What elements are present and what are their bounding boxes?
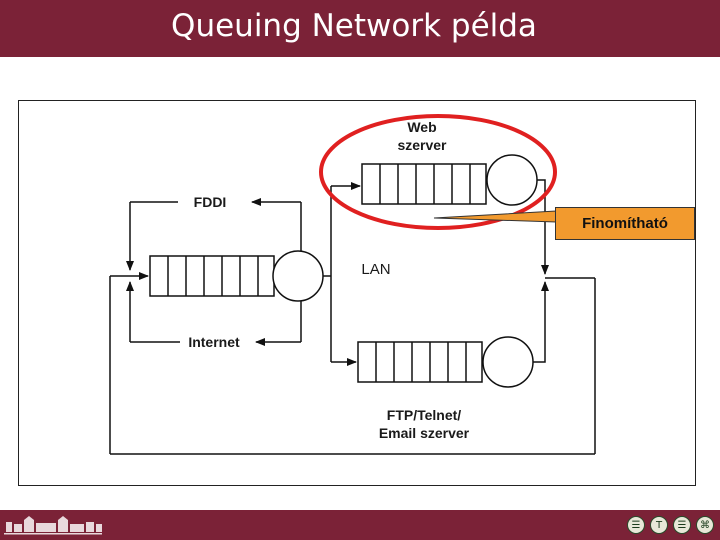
web-server-circle <box>486 154 538 206</box>
diagram-frame <box>18 100 696 486</box>
fddi-server-circle <box>272 250 324 302</box>
web-server-label-line2: szerver <box>397 137 447 153</box>
footer-bar: ☰ T ☰ ⌘ <box>0 510 720 540</box>
callout-box: Finomítható <box>555 207 695 240</box>
ftp-server-label-line2: Email szerver <box>379 425 470 441</box>
ftp-server-label-line1: FTP/Telnet/ <box>387 407 462 423</box>
menu-lines-icon-2[interactable]: ☰ <box>673 516 691 534</box>
ftp-server-queue <box>357 341 483 383</box>
network-icon[interactable]: ⌘ <box>696 516 714 534</box>
web-server-label-line1: Web <box>407 119 436 135</box>
menu-lines-icon[interactable]: ☰ <box>627 516 645 534</box>
internet-label: Internet <box>188 334 240 350</box>
connection-lines <box>109 179 596 455</box>
web-server-queue <box>361 163 487 205</box>
lan-label: LAN <box>361 261 390 278</box>
slide-title: Queuing Network példa <box>171 8 537 44</box>
letter-t-icon[interactable]: T <box>650 516 668 534</box>
fddi-label: FDDI <box>194 194 227 210</box>
university-logo-icon <box>2 514 106 538</box>
footer-icons: ☰ T ☰ ⌘ <box>627 516 714 538</box>
title-bar: Queuing Network példa <box>0 0 720 57</box>
callout-pointer <box>433 210 557 223</box>
fddi-queue <box>149 255 275 297</box>
highlight-ellipse <box>319 114 557 230</box>
ftp-server-circle <box>482 336 534 388</box>
